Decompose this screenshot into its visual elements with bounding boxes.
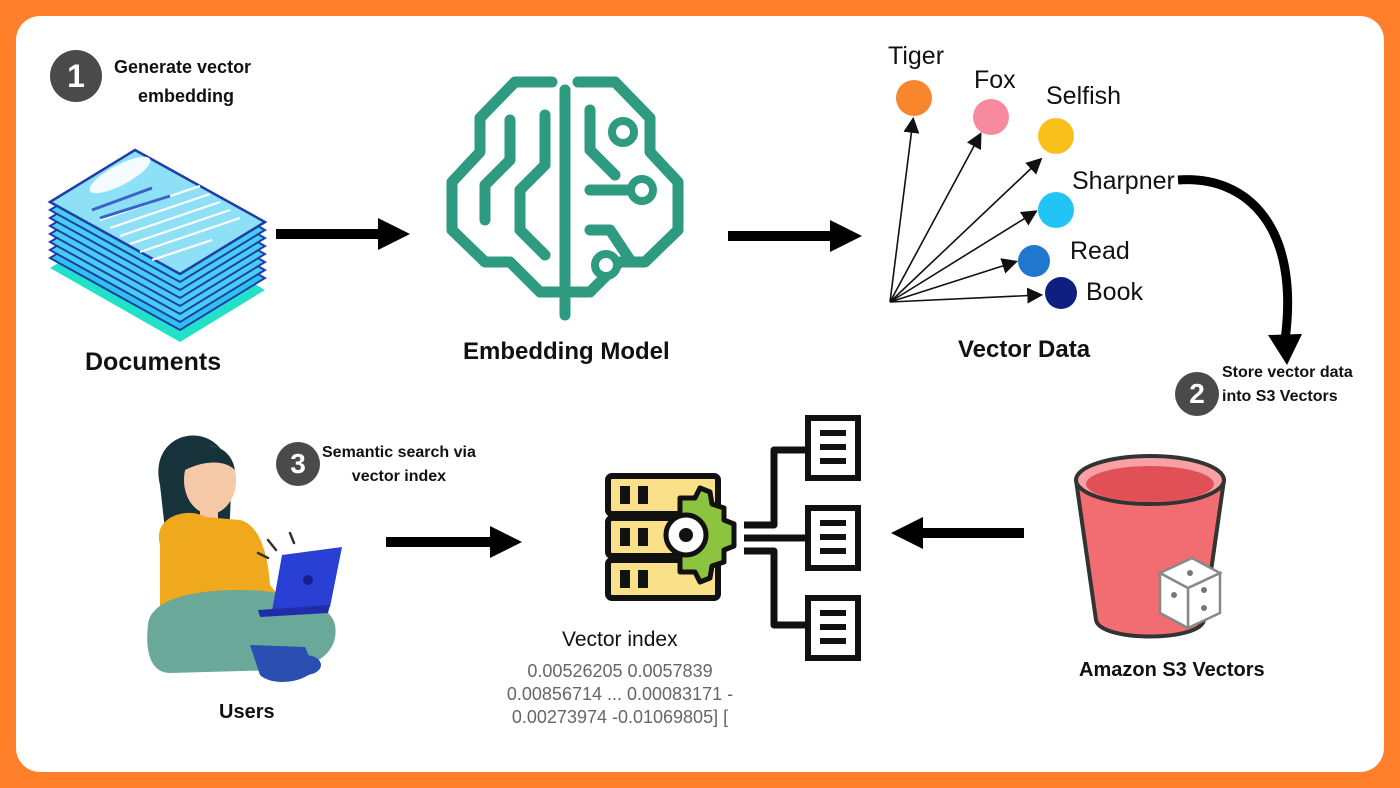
index-tree-icon xyxy=(744,415,861,661)
vector-point-tiger: Tiger xyxy=(888,42,945,70)
vector-values: 0.00526205 0.0057839 0.00856714 ... 0.00… xyxy=(480,660,760,729)
vector-point-sharpner: Sharpner xyxy=(1072,167,1175,195)
step-1-badge: 1 xyxy=(50,50,102,102)
vector-point-tiger-dot xyxy=(896,80,932,116)
vector-rays xyxy=(889,116,1044,304)
brain-circuit-icon xyxy=(446,76,684,321)
vector-point-selfish: Selfish xyxy=(1046,82,1122,110)
step-1-line-1: Generate vector xyxy=(114,57,252,77)
step-3-line-2: vector index xyxy=(351,468,447,485)
arrow-vector-data-to-s3 xyxy=(1177,175,1302,365)
vector-data-label: Vector Data xyxy=(958,336,1091,363)
step-1-text: Generate vector embedding xyxy=(114,53,251,111)
vector-point-read-dot xyxy=(1018,245,1050,277)
step-2-text: Store vector data into S3 Vectors xyxy=(1222,361,1353,409)
vector-values-line-3: 0.00273974 -0.01069805] [ xyxy=(511,707,729,727)
vector-index-label: Vector index xyxy=(562,628,678,651)
step-2-badge: 2 xyxy=(1175,372,1219,416)
documents-label: Documents xyxy=(85,348,222,376)
database-bucket-icon xyxy=(1074,454,1226,639)
vector-values-line-2: 0.00856714 ... 0.00083171 - xyxy=(506,684,734,704)
vector-point-sharpner-dot xyxy=(1038,192,1074,228)
user-with-laptop-icon xyxy=(147,435,342,682)
vector-point-fox-dot xyxy=(973,99,1009,135)
vector-values-line-1: 0.00526205 0.0057839 xyxy=(527,661,713,681)
users-label: Users xyxy=(219,701,275,723)
vector-point-selfish-dot xyxy=(1038,118,1074,154)
step-1-line-2: embedding xyxy=(138,86,235,106)
arrow-s3-to-vector-index xyxy=(891,517,1024,549)
arrow-users-to-vector-index xyxy=(386,526,522,558)
s3-vectors-label: Amazon S3 Vectors xyxy=(1079,659,1265,681)
step-3-line-1: Semantic search via xyxy=(322,444,476,461)
step-3-text: Semantic search via vector index xyxy=(322,441,476,489)
vector-server-icon xyxy=(605,473,737,601)
embedding-model-label: Embedding Model xyxy=(463,338,670,365)
step-3-badge: 3 xyxy=(276,442,320,486)
step-2-line-2: into S3 Vectors xyxy=(1222,388,1338,405)
vector-point-read: Read xyxy=(1070,237,1130,265)
vector-point-book: Book xyxy=(1086,278,1143,306)
step-2-line-1: Store vector data xyxy=(1222,364,1353,381)
arrow-documents-to-model xyxy=(276,218,410,250)
documents-stack-icon xyxy=(47,148,268,342)
arrow-model-to-vector-data xyxy=(728,220,862,252)
vector-point-fox: Fox xyxy=(974,66,1016,94)
vector-point-book-dot xyxy=(1045,277,1077,309)
